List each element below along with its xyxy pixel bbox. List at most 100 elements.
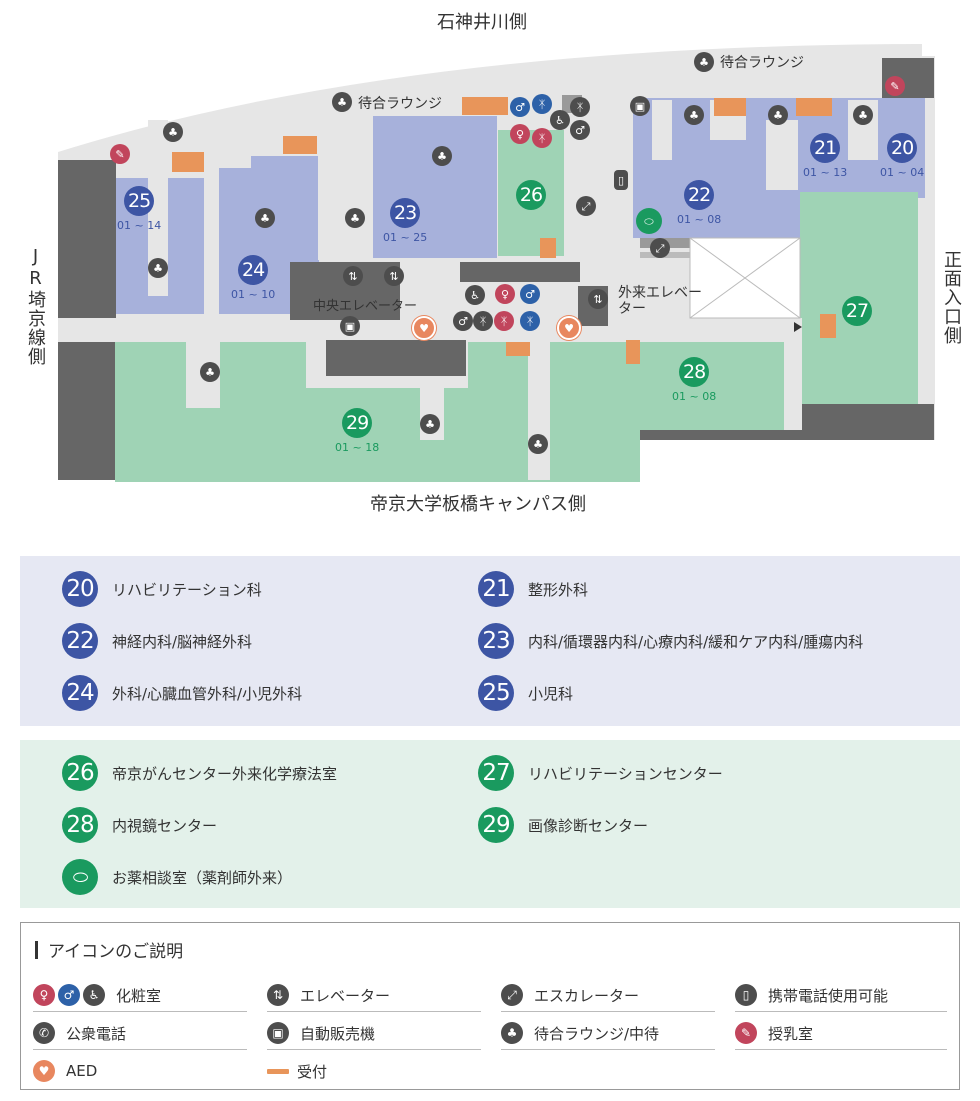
key-label: 自動販売機 <box>300 1024 376 1043</box>
waiting-lounge-icon: ♣ <box>163 122 183 142</box>
nursing-room-icon: ✎ <box>110 144 130 164</box>
legend-number: 20 <box>62 571 98 607</box>
legend-item-23[interactable]: 23 内科/循環器内科/心療内科/緩和ケア内科/腫瘍内科 <box>478 622 863 660</box>
restroom-icon: ♂ <box>570 120 590 140</box>
dept-number: 20 <box>887 133 918 163</box>
dept-room-range: 01 ~ 18 <box>335 441 380 454</box>
dept-number: 24 <box>238 255 269 285</box>
waiting-lounge-icon: ♣ <box>684 105 704 125</box>
vending-machine-icon: ▣ <box>630 96 650 116</box>
legend-label: 内視鏡センター <box>112 816 218 835</box>
waiting-lounge-icon: ♣ <box>501 1022 523 1044</box>
restroom-sign-icon: ᛡ <box>473 311 493 331</box>
dept-number: 28 <box>679 357 710 387</box>
key-label: 待合ラウンジ/中待 <box>534 1024 660 1043</box>
escalator-icon: ⤢ <box>650 238 670 258</box>
dept-marker-24[interactable]: 24 01 ~ 10 <box>231 255 275 301</box>
male-restroom-icon: ♂ <box>510 97 530 117</box>
center-legend: 26 帝京がんセンター外来化学療法室 27 リハビリテーションセンター 28 内… <box>20 740 960 908</box>
legend-item-24[interactable]: 24 外科/心臓血管外科/小児外科 <box>62 674 302 712</box>
nursing-room-icon: ✎ <box>885 76 905 96</box>
legend-label: 内科/循環器内科/心療内科/緩和ケア内科/腫瘍内科 <box>528 632 864 651</box>
south-side-label: 帝京大学板橋キャンパス側 <box>370 494 586 515</box>
pharmacy-consultation-icon: ⬭ <box>62 859 98 895</box>
legend-item-28[interactable]: 28 内視鏡センター <box>62 806 217 844</box>
dept-marker-29[interactable]: 29 01 ~ 18 <box>335 408 379 454</box>
legend-item-20[interactable]: 20 リハビリテーション科 <box>62 570 262 608</box>
legend-item-29[interactable]: 29 画像診断センター <box>478 806 648 844</box>
legend-item-21[interactable]: 21 整形外科 <box>478 570 588 608</box>
key-item-public-phone: ✆ 公衆電話 <box>33 1017 247 1050</box>
outpatient-elevator-label: 外来エレベーター <box>618 285 702 317</box>
dept-room-range: 01 ~ 08 <box>672 390 717 403</box>
legend-number: 23 <box>478 623 514 659</box>
restroom-icon: ♂ <box>453 311 473 331</box>
key-item-reception: 受付 <box>267 1055 481 1087</box>
restroom-sign-icon: ᛡ <box>532 128 552 148</box>
key-label: 化粧室 <box>116 986 162 1005</box>
dept-marker-26[interactable]: 26 <box>516 180 546 210</box>
dept-marker-28[interactable]: 28 01 ~ 08 <box>672 357 716 403</box>
key-item-waiting-lounge: ♣ 待合ラウンジ/中待 <box>501 1017 715 1050</box>
legend-item-27[interactable]: 27 リハビリテーションセンター <box>478 754 723 792</box>
reception-icon <box>267 1068 289 1074</box>
dept-number: 27 <box>842 296 872 326</box>
nursing-room-icon: ✎ <box>735 1022 757 1044</box>
key-label: 受付 <box>297 1062 328 1081</box>
dept-marker-20[interactable]: 20 01 ~ 04 <box>880 133 924 179</box>
pharmacy-consultation-icon: ⬭ <box>636 208 662 234</box>
aed-icon: ♥ <box>557 316 581 340</box>
legend-number: 28 <box>62 807 98 843</box>
outpatient-dept-legend: 20 リハビリテーション科 21 整形外科 22 神経内科/脳神経外科 23 内… <box>20 556 960 726</box>
title-bar <box>35 940 38 959</box>
dept-room-range: 01 ~ 08 <box>677 213 722 226</box>
floor-plan-drawing <box>58 44 935 482</box>
waiting-lounge-icon: ♣ <box>432 146 452 166</box>
dept-room-range: 01 ~ 10 <box>231 288 276 301</box>
dept-number: 23 <box>390 198 421 228</box>
legend-label: 外科/心臓血管外科/小児外科 <box>112 684 303 703</box>
key-label: 携帯電話使用可能 <box>768 986 889 1005</box>
dept-number: 25 <box>124 186 155 216</box>
east-side-label: 正面入口側 <box>941 250 962 345</box>
aed-icon: ♥ <box>412 316 436 340</box>
public-phone-icon: ✆ <box>33 1022 55 1044</box>
legend-item-pharmacy[interactable]: ⬭ お薬相談室（薬剤師外来） <box>62 858 292 896</box>
dept-room-range: 01 ~ 13 <box>803 166 848 179</box>
key-item-vending-machine: ▣ 自動販売機 <box>267 1017 481 1050</box>
key-item-elevator: ⇅ エレベーター <box>267 979 481 1012</box>
lounge-label-top-right: 待合ラウンジ <box>720 55 804 71</box>
dept-marker-21[interactable]: 21 01 ~ 13 <box>803 133 847 179</box>
female-restroom-icon: ♀ <box>510 124 530 144</box>
waiting-lounge-icon: ♣ <box>255 208 275 228</box>
vending-machine-icon: ▣ <box>340 316 360 336</box>
legend-number: 21 <box>478 571 514 607</box>
legend-label: リハビリテーション科 <box>112 580 262 599</box>
dept-number: 22 <box>684 180 715 210</box>
legend-number: 25 <box>478 675 514 711</box>
elevator-icon: ⇅ <box>588 289 608 309</box>
legend-number: 22 <box>62 623 98 659</box>
key-label: 公衆電話 <box>66 1024 127 1043</box>
key-label: 授乳室 <box>768 1024 814 1043</box>
icon-key-title-text: アイコンのご説明 <box>48 942 184 962</box>
restroom-sign-icon: ᛡ <box>532 94 552 114</box>
male-restroom-icon: ♂ <box>58 984 80 1006</box>
legend-item-22[interactable]: 22 神経内科/脳神経外科 <box>62 622 252 660</box>
waiting-lounge-icon: ♣ <box>853 105 873 125</box>
legend-item-25[interactable]: 25 小児科 <box>478 674 573 712</box>
key-label: エレベーター <box>300 986 391 1005</box>
legend-label: リハビリテーションセンター <box>528 764 723 783</box>
dept-marker-23[interactable]: 23 01 ~ 25 <box>383 198 427 244</box>
dept-number: 26 <box>516 180 546 210</box>
key-item-mobile-phone: ▯ 携帯電話使用可能 <box>735 979 947 1012</box>
dept-marker-25[interactable]: 25 01 ~ 14 <box>117 186 161 232</box>
accessible-restroom-icon: ♿ <box>83 984 105 1006</box>
legend-number: 27 <box>478 755 514 791</box>
waiting-lounge-icon: ♣ <box>528 434 548 454</box>
legend-item-26[interactable]: 26 帝京がんセンター外来化学療法室 <box>62 754 337 792</box>
legend-label: 帝京がんセンター外来化学療法室 <box>112 764 338 783</box>
dept-marker-27[interactable]: 27 <box>842 296 872 326</box>
dept-marker-22[interactable]: 22 01 ~ 08 <box>677 180 721 226</box>
waiting-lounge-icon: ♣ <box>200 362 220 382</box>
